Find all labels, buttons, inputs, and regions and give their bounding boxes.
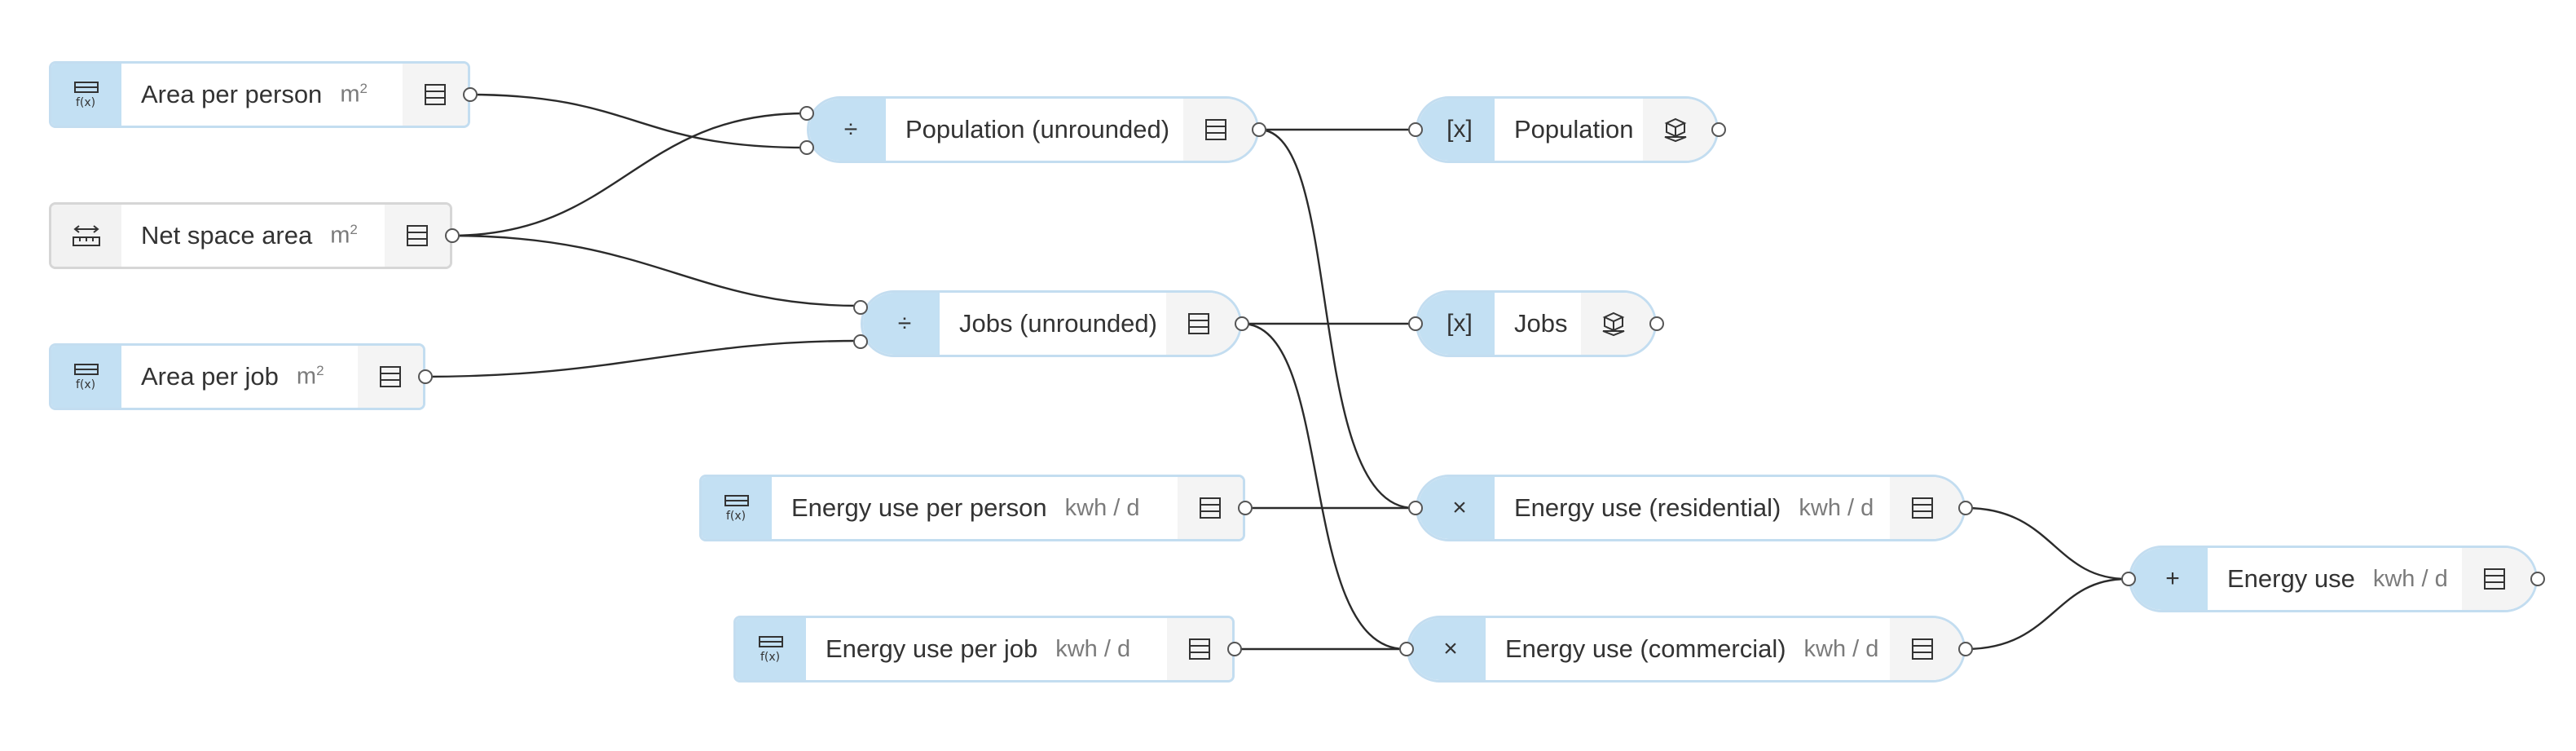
output-port[interactable] (1649, 316, 1664, 331)
node-jobs[interactable]: [x] Jobs (1408, 290, 1664, 357)
node-population-unrounded[interactable]: ÷ Population (unrounded) (799, 96, 1266, 163)
table-icon[interactable] (1167, 618, 1232, 680)
input-port-a[interactable] (799, 106, 814, 121)
divide-icon: ÷ (809, 99, 886, 161)
measure-icon (51, 205, 121, 267)
input-port-b[interactable] (853, 334, 868, 349)
formula-icon: f(x) (51, 64, 121, 126)
input-port[interactable] (1408, 122, 1423, 137)
table-icon[interactable] (1890, 477, 1963, 539)
wire-residential-to-energy-use (1965, 506, 2128, 581)
wire-jobs-to-commercial (1241, 322, 1406, 651)
node-label: Energy use (residential) (1514, 493, 1781, 522)
formula-icon: f(x) (736, 618, 806, 680)
svg-text:f(x): f(x) (76, 96, 95, 109)
table-icon[interactable] (1890, 618, 1963, 680)
table-icon[interactable] (1178, 477, 1243, 539)
node-energy-use-per-person[interactable]: f(x) Energy use per person kwh / d (699, 475, 1253, 541)
node-energy-use-per-job[interactable]: f(x) Energy use per job kwh / d (733, 616, 1242, 683)
3d-building-icon[interactable] (1581, 293, 1654, 355)
node-area-per-person[interactable]: f(x) Area per person m2 (49, 61, 478, 128)
output-port[interactable] (1227, 642, 1242, 656)
node-label: Energy use (2227, 564, 2355, 593)
output-port[interactable] (1235, 316, 1249, 331)
node-energy-use-residential[interactable]: × Energy use (residential) kwh / d (1408, 475, 1973, 541)
output-port[interactable] (2530, 572, 2545, 586)
unit-label: kwh / d (1064, 494, 1140, 521)
variable-icon: [x] (1418, 293, 1495, 355)
table-icon[interactable] (1166, 293, 1240, 355)
table-icon[interactable] (403, 64, 468, 126)
unit-label: kwh / d (1803, 635, 1879, 662)
input-port-a[interactable] (853, 300, 868, 315)
wire-net-space-to-population (450, 112, 806, 237)
node-label: Area per person (141, 80, 323, 108)
input-port[interactable] (2121, 572, 2136, 586)
node-label: Energy use (commercial) (1505, 634, 1786, 663)
output-port[interactable] (445, 228, 460, 243)
input-port-b[interactable] (799, 140, 814, 155)
node-jobs-unrounded[interactable]: ÷ Jobs (unrounded) (853, 290, 1249, 357)
input-port[interactable] (1399, 642, 1414, 656)
svg-text:f(x): f(x) (76, 378, 95, 391)
add-icon: + (2131, 548, 2208, 610)
node-population[interactable]: [x] Population (1408, 96, 1726, 163)
output-port[interactable] (1238, 501, 1253, 515)
table-icon[interactable] (1183, 99, 1257, 161)
table-icon[interactable] (358, 346, 423, 408)
3d-building-icon[interactable] (1643, 99, 1716, 161)
node-label: Energy use per person (791, 493, 1047, 522)
unit-label: m2 (296, 363, 324, 390)
node-energy-use[interactable]: + Energy use kwh / d (2121, 546, 2545, 612)
multiply-icon: × (1418, 477, 1495, 539)
unit-label: m2 (340, 81, 368, 108)
wire-commercial-to-energy-use (1965, 577, 2128, 651)
output-port[interactable] (1252, 122, 1266, 137)
output-port[interactable] (1711, 122, 1726, 137)
variable-icon: [x] (1418, 99, 1495, 161)
output-port[interactable] (463, 87, 478, 102)
node-label: Jobs (1514, 309, 1568, 338)
node-energy-use-commercial[interactable]: × Energy use (commercial) kwh / d (1399, 616, 1973, 683)
node-label: Area per job (141, 362, 279, 391)
table-icon[interactable] (385, 205, 450, 267)
node-area-per-job[interactable]: f(x) Area per job m2 (49, 343, 433, 410)
unit-label: kwh / d (2372, 565, 2448, 592)
svg-text:f(x): f(x) (760, 651, 780, 664)
formula-icon: f(x) (702, 477, 772, 539)
output-port[interactable] (418, 369, 433, 384)
input-port[interactable] (1408, 316, 1423, 331)
table-icon[interactable] (2462, 548, 2535, 610)
node-label: Net space area (141, 221, 313, 250)
multiply-icon: × (1409, 618, 1486, 680)
wire-area-per-person-to-population (468, 93, 806, 149)
node-net-space-area[interactable]: Net space area m2 (49, 202, 460, 269)
node-label: Population (1514, 115, 1634, 144)
divide-icon: ÷ (863, 293, 940, 355)
node-label: Jobs (unrounded) (959, 309, 1157, 338)
unit-label: kwh / d (1055, 635, 1131, 662)
node-label: Energy use per job (826, 634, 1038, 663)
output-port[interactable] (1958, 642, 1973, 656)
svg-text:f(x): f(x) (726, 510, 746, 523)
unit-label: m2 (330, 222, 358, 249)
output-port[interactable] (1958, 501, 1973, 515)
unit-label: kwh / d (1799, 494, 1874, 521)
wire-area-per-job-to-jobs (423, 339, 860, 378)
input-port[interactable] (1408, 501, 1423, 515)
formula-icon: f(x) (51, 346, 121, 408)
node-label: Population (unrounded) (905, 115, 1170, 144)
wire-population-to-residential (1258, 128, 1415, 510)
wire-net-space-to-jobs (450, 234, 860, 307)
